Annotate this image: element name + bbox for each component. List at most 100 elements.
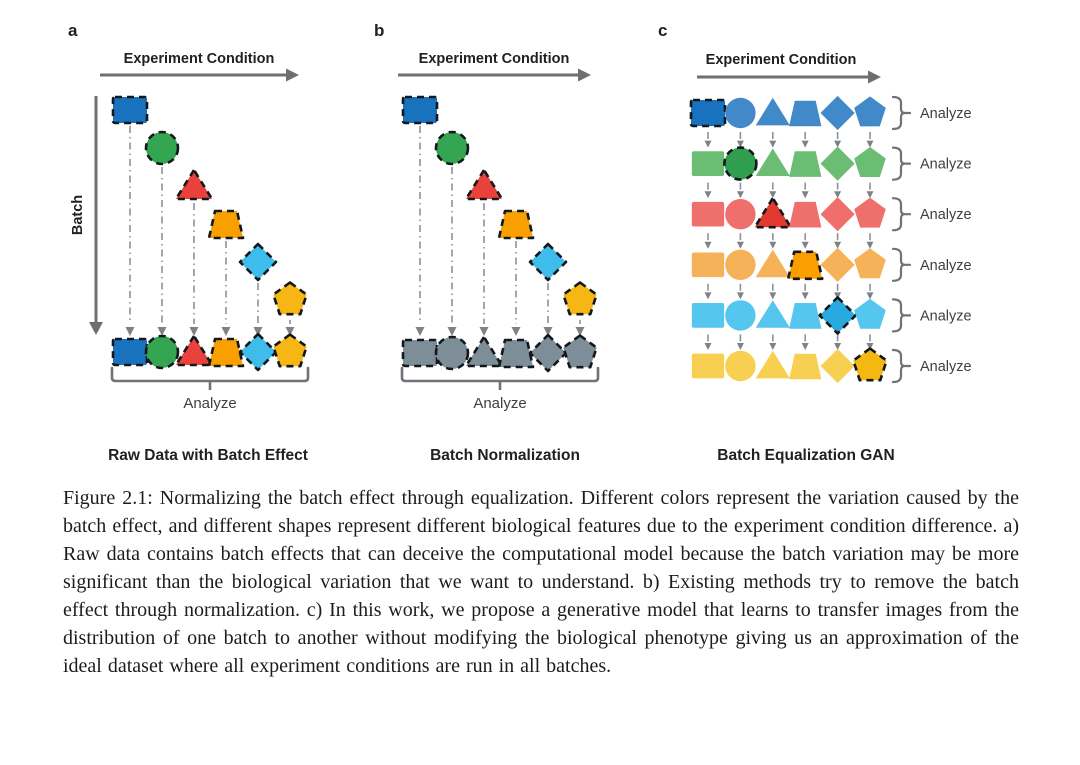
trapezoid-shape [497,209,535,240]
pentagon-shape [272,333,308,368]
y-axis-arrowhead [89,322,103,335]
square-shape-generated [691,151,725,176]
connector-arrowhead [866,140,874,148]
triangle-shape-generated [755,249,790,278]
analyze-brace [110,366,310,383]
connector-arrowhead [769,292,777,300]
panel-a-label: a [68,21,78,40]
circle-shape [144,334,180,370]
connector-arrowhead [834,241,842,249]
circle-shape-generated [725,249,756,280]
trapezoid-shape-generated [789,303,822,329]
connector-arrowhead [285,327,295,336]
connector-arrowhead [125,327,135,336]
panel-b-title: Batch Normalization [430,447,580,464]
connector-arrowhead [769,191,777,199]
square-shape-original [689,98,727,128]
pentagon-shape-generated [854,298,886,329]
circle-shape-generated [725,97,756,129]
square-shape-generated [691,252,725,278]
analyze-label: Analyze [183,395,236,412]
circle-shape-original [723,146,758,181]
connector-arrowhead [736,292,744,300]
pentagon-shape [562,281,598,316]
triangle-shape [174,334,214,367]
trapezoid-shape-original [786,250,824,281]
analyze-brace [891,247,912,282]
connector-arrowhead [704,191,712,199]
circle-shape-generated [725,300,756,331]
panel-c-label: c [658,21,667,40]
trapezoid-shape-generated [789,353,822,380]
pentagon-shape-original [852,347,888,382]
pentagon-shape-generated [854,96,886,127]
triangle-shape-generated [755,97,790,126]
x-axis-label: Experiment Condition [419,51,570,67]
circle-shape [144,130,180,166]
analyze-brace [891,95,912,131]
panel-c-title: Batch Equalization GAN [717,447,894,464]
x-axis-label: Experiment Condition [124,51,275,67]
circle-shape-normalized [434,335,470,371]
connector-arrowhead [801,292,809,300]
connector-arrowhead [157,327,167,336]
circle-shape [434,130,470,166]
diamond-shape-normalized [528,333,568,373]
diamond-shape-generated [820,247,855,282]
connector-arrowhead [415,327,425,336]
analyze-label: Analyze [920,258,972,274]
diamond-shape [238,242,278,282]
analyze-label: Analyze [473,395,526,412]
triangle-shape-normalized [464,335,504,368]
panel-b-label: b [374,21,384,40]
connector-arrowhead [834,292,842,300]
square-shape [111,337,149,367]
connector-arrowhead [736,140,744,148]
analyze-label: Analyze [920,207,972,223]
connector-arrowhead [801,343,809,350]
analyze-brace [891,348,912,384]
diamond-shape-generated [820,348,855,384]
pentagon-shape [272,281,308,316]
connector-arrowhead [253,327,263,336]
square-shape-normalized [401,338,439,368]
square-shape-generated [691,303,725,328]
trapezoid-shape-normalized [497,338,535,369]
pentagon-shape-generated [854,197,886,228]
connector-arrowhead [866,191,874,199]
triangle-shape [174,168,214,201]
analyze-label: Analyze [920,359,972,375]
analyze-brace [400,366,600,383]
connector-arrowhead [704,241,712,249]
connector-arrowhead [866,292,874,300]
x-axis-arrow-arrowhead [286,68,299,82]
connector-arrowhead [704,343,712,350]
connector-arrowhead [834,140,842,148]
square-shape [111,95,149,125]
square-shape-generated [691,353,725,379]
connector-arrowhead [769,241,777,249]
connector-arrowhead [704,140,712,148]
connector-arrowhead [769,343,777,350]
trapezoid-shape-generated [789,151,822,177]
triangle-shape [464,168,504,201]
connector-arrowhead [736,191,744,199]
trapezoid-shape-generated [789,201,822,228]
analyze-brace [891,197,912,232]
panel-a-title: Raw Data with Batch Effect [108,447,308,464]
circle-shape-generated [725,350,756,382]
connector-arrowhead [866,343,874,350]
y-axis-label: Batch [70,195,86,235]
x-axis-arrow-arrowhead [868,70,881,84]
analyze-label: Analyze [920,106,972,122]
connector-arrowhead [801,140,809,148]
diamond-shape-original [818,296,857,335]
circle-shape-generated [725,199,756,230]
connector-arrowhead [801,191,809,199]
trapezoid-shape [207,209,245,240]
connector-arrowhead [511,327,521,336]
trapezoid-shape-generated [789,100,822,127]
connector-arrowhead [704,292,712,300]
triangle-shape-original [753,196,793,229]
